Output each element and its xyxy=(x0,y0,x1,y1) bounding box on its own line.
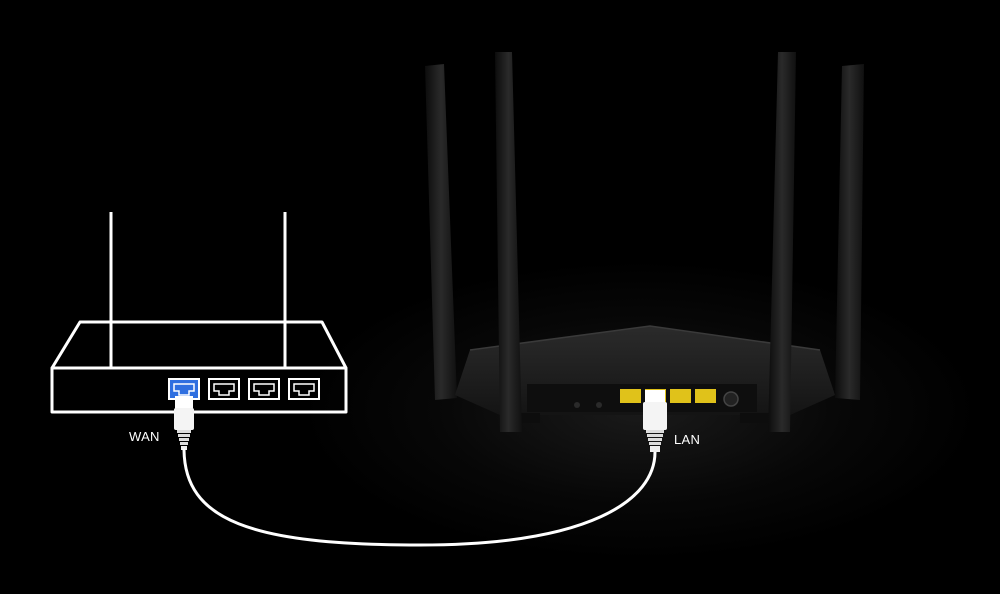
router-port-1-icon xyxy=(620,389,641,403)
modem-outline-icon xyxy=(50,212,348,414)
modem-top xyxy=(50,320,348,369)
router-port-4-icon xyxy=(695,389,716,403)
modem-port-3-icon xyxy=(288,378,320,400)
router-back-panel xyxy=(527,384,757,412)
wan-port-icon xyxy=(168,378,200,400)
router-wps-button xyxy=(596,402,602,408)
router-port-3-icon xyxy=(670,389,691,403)
modem-port-1-icon xyxy=(208,378,240,400)
router-power-jack-icon xyxy=(723,391,739,407)
modem-lan-ports xyxy=(208,378,320,400)
router-antenna-4 xyxy=(835,64,864,400)
router-reset-button xyxy=(574,402,580,408)
lan-plug-icon xyxy=(643,390,667,452)
wan-label: WAN xyxy=(129,429,160,444)
router-antenna-2 xyxy=(495,52,522,432)
router-antenna-1 xyxy=(425,64,457,400)
modem-front xyxy=(50,366,348,414)
lan-label: LAN xyxy=(674,432,701,447)
router-antenna-3 xyxy=(768,52,796,432)
wireless-router xyxy=(425,52,864,432)
ethernet-cable xyxy=(182,448,657,547)
modem-port-2-icon xyxy=(248,378,280,400)
wan-plug-icon xyxy=(174,396,194,450)
